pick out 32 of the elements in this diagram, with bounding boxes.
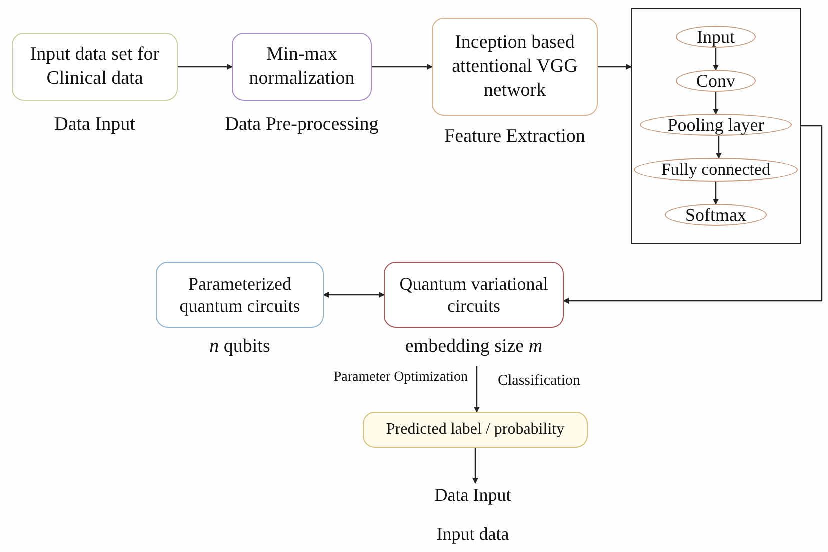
arrow [563,125,823,304]
note-text: Input data [436,524,510,546]
arrow [472,448,478,484]
stage-caption: Feature Extraction [444,125,586,149]
stage-caption: n qubits [208,335,272,359]
process-box: Quantum variational circuits [384,262,564,328]
process-box: Inception based attentional VGG network [432,18,598,116]
note-text: Classification [498,372,582,390]
arrow [323,292,385,298]
network-frame [631,8,801,244]
arrow [474,366,480,413]
process-box: Predicted label / probability [363,412,588,448]
arrow [372,64,433,70]
arrow [716,136,722,159]
layer-ellipse: Pooling layer [640,114,792,136]
arrow [178,64,233,70]
arrow [713,182,719,205]
arrow [598,64,632,70]
process-box: Min-max normalization [232,33,372,101]
stage-caption: embedding size m [404,335,544,359]
note-text: Parameter Optimization [332,370,468,387]
layer-ellipse: Input [676,26,756,48]
process-box: Input data set for Clinical data [12,33,178,101]
output-text: Data Input [412,483,534,507]
arrow [713,92,719,115]
layer-ellipse: Conv [676,70,756,92]
layer-ellipse: Fully connected [634,158,798,182]
stage-caption: Data Input [54,113,136,137]
process-box: Parameterized quantum circuits [156,262,324,328]
arrow [713,48,719,71]
layer-ellipse: Softmax [665,204,767,226]
stage-caption: Data Pre-processing [224,113,380,137]
